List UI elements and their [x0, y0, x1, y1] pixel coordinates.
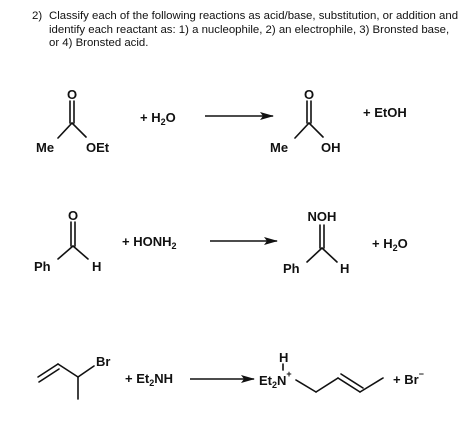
- reaction-3-reactant: Br: [37, 354, 110, 400]
- bond: [57, 245, 74, 260]
- reaction-3-product: H Et2N+: [259, 350, 384, 393]
- bond: [315, 377, 339, 393]
- bond: [57, 363, 79, 378]
- bond: [294, 122, 310, 139]
- group-label-right: OH: [321, 140, 341, 155]
- double-bond-line: [337, 377, 361, 393]
- reaction-2: O Ph H + HONH2 NOH Ph H + H2O: [34, 208, 408, 276]
- reaction-1-reactant: O Me OEt: [36, 87, 110, 155]
- reagent-diethylamine: + Et2NH: [125, 371, 173, 388]
- bond: [57, 122, 73, 139]
- reaction-1: O Me OEt + H2O O Me OH + EtOH: [36, 87, 407, 155]
- byproduct-water: + H2O: [372, 236, 408, 253]
- bond: [359, 377, 384, 393]
- atom-label-bromine: Br: [96, 354, 110, 369]
- reaction-1-product: O Me OH: [270, 87, 341, 155]
- bond: [77, 365, 95, 378]
- reaction-2-product: NOH Ph H: [283, 209, 349, 276]
- group-label-left: Ph: [34, 259, 51, 274]
- bond: [308, 122, 324, 138]
- byproduct-bromide: + Br−: [393, 369, 424, 387]
- double-bond-line: [37, 363, 59, 378]
- reagent-hydroxylamine: + HONH2: [122, 234, 177, 251]
- bond: [71, 122, 87, 138]
- byproduct-ethanol: + EtOH: [363, 105, 407, 120]
- double-bond-line: [340, 373, 364, 389]
- reaction-3: Br + Et2NH H Et2N+ + Br−: [37, 350, 424, 400]
- atom-label-oxime: NOH: [308, 209, 337, 224]
- group-label-right: H: [340, 261, 349, 276]
- atom-label-hydrogen: H: [279, 350, 288, 365]
- atom-label-oxygen: O: [67, 87, 77, 102]
- bond: [295, 379, 317, 393]
- group-label-left: Me: [36, 140, 54, 155]
- ammonium-group: Et2N+: [259, 369, 292, 390]
- atom-label-oxygen: O: [304, 87, 314, 102]
- reaction-2-reactant: O Ph H: [34, 208, 101, 274]
- group-label-right: OEt: [86, 140, 110, 155]
- group-label-left: Me: [270, 140, 288, 155]
- question-text: Classify each of the following reactions…: [49, 10, 459, 50]
- question-number: 2): [32, 10, 43, 22]
- bond: [72, 245, 89, 260]
- bond: [321, 247, 338, 263]
- bond: [306, 247, 323, 263]
- group-label-right: H: [92, 259, 101, 274]
- question-block: 2) Classify each of the following reacti…: [32, 10, 462, 51]
- atom-label-oxygen: O: [68, 208, 78, 223]
- group-label-left: Ph: [283, 261, 300, 276]
- reagent-water: + H2O: [140, 110, 176, 127]
- double-bond-line: [38, 368, 60, 383]
